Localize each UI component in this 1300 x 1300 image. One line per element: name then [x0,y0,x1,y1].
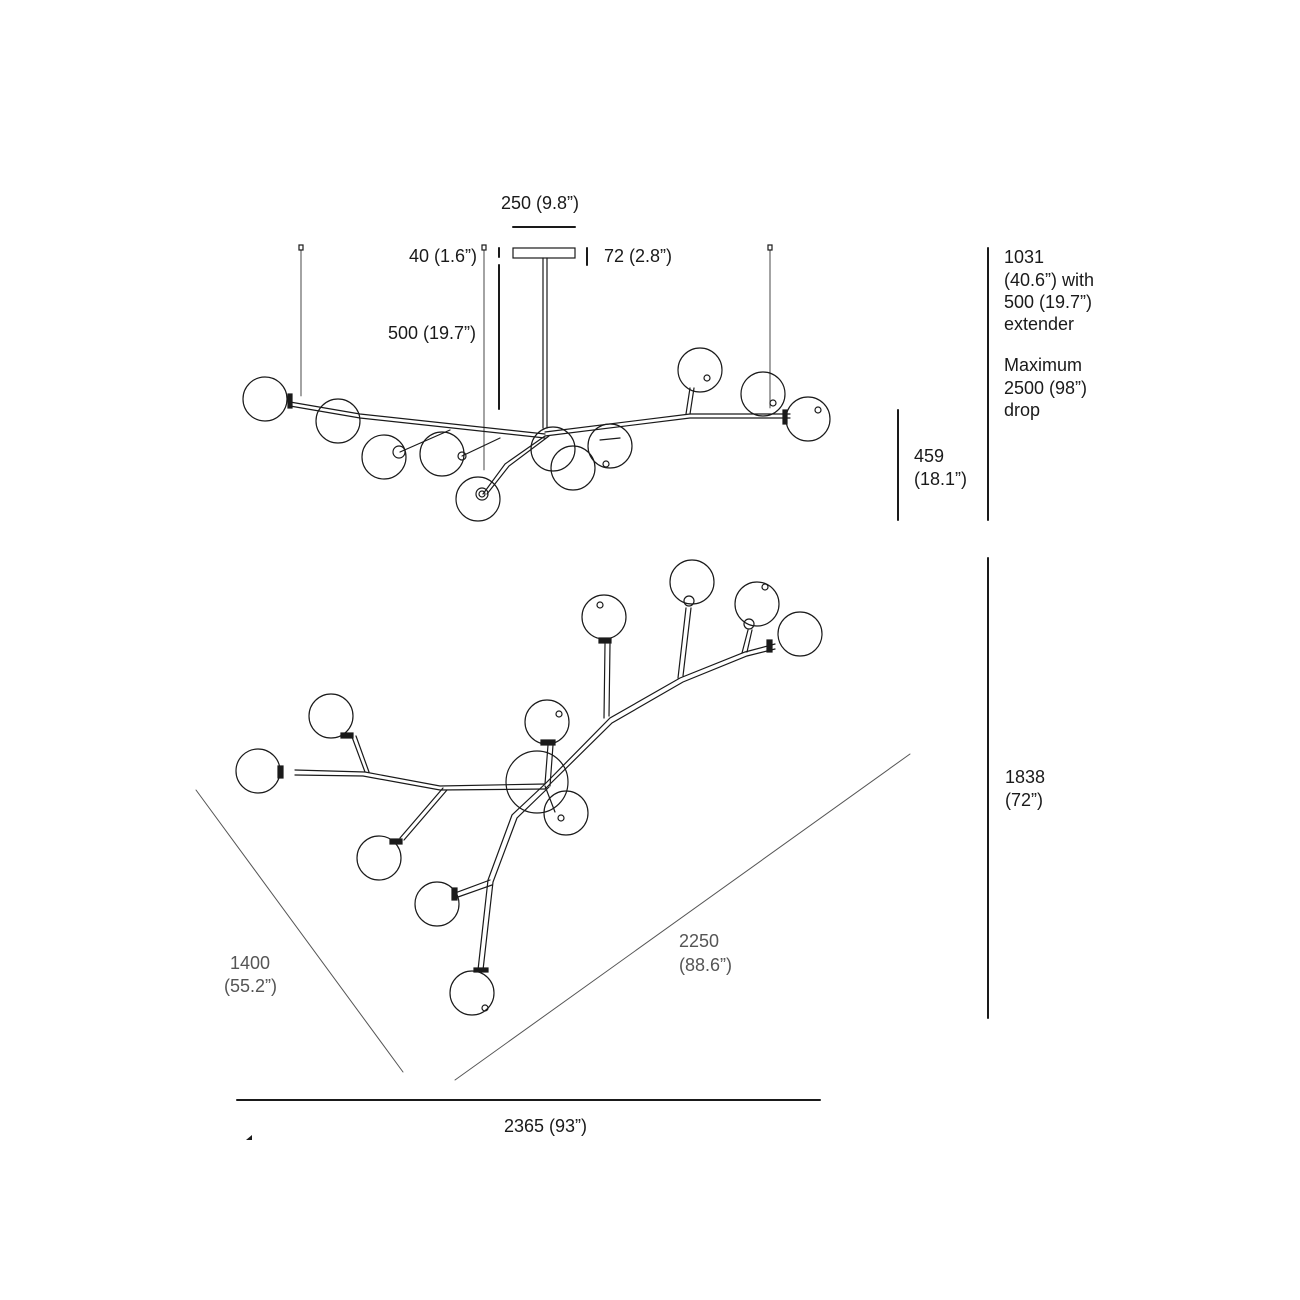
diag-long-label-2: (88.6”) [679,955,733,975]
globe-plan-10 [734,581,780,627]
globe-elev-7 [550,445,596,491]
globe-elev-3 [361,434,407,480]
globe-plan-7 [543,790,589,836]
drop-label-2: 2500 (98”) [1004,378,1088,398]
drop-label-1: Maximum [1004,355,1083,375]
globe-plan-2 [308,693,354,739]
overall-height-label-1: 1031 [1004,247,1045,267]
diag-long-label-1: 2250 [679,931,720,951]
diag-short-label-1: 1400 [230,953,271,973]
wire-anchor-left [298,244,304,251]
globe-elev-2 [315,398,361,444]
depth-label-2: (72”) [1005,790,1044,810]
globe-plan-4 [414,881,460,927]
plan-canopy [505,750,569,814]
canopy-width-label: 250 (9.8”) [501,193,580,213]
diag-long-line [454,753,911,1081]
branch-up [685,387,691,415]
canopy-height-label: 72 (2.8”) [604,246,673,266]
wire-anchor-mid [481,244,487,251]
globe-elev-9 [677,347,723,393]
globe-plan-3 [356,835,402,881]
branch-right [544,413,791,433]
globe-elev-5 [455,476,501,522]
globe-elev-8 [587,423,633,469]
globe-plan-11 [777,611,823,657]
wire-anchor-right [767,244,773,251]
diag-short-line [195,789,404,1073]
globe-elev-4 [419,431,465,477]
plan-view [195,557,989,1101]
overall-width-label: 2365 (93”) [504,1116,588,1136]
globe-plan-6 [524,699,570,745]
globe-elev-1 [242,376,288,422]
plan-branch-right [544,643,776,785]
globe-plan-8 [581,594,627,640]
globe-elev-10 [740,371,786,417]
globe-elev-11 [785,396,831,442]
depth-label-1: 1838 [1005,767,1046,787]
globe-elev-6 [530,426,576,472]
stem-length-label: 500 (19.7”) [388,323,477,343]
branch-inner-left [399,429,451,453]
overall-height-label-3: 500 (19.7”) [1004,292,1093,312]
diag-short-label-2: (55.2”) [224,976,278,996]
canopy-depth-label: 40 (1.6”) [409,246,478,266]
stray-mark [246,1135,252,1140]
plan-branch-down [477,783,546,971]
drop-label-3: drop [1004,400,1041,420]
globe-plan-5 [449,970,495,1016]
overall-height-label-2: (40.6”) with [1004,270,1095,290]
ceiling-canopy [512,247,576,259]
fixture-height-label-1: 459 [914,446,945,466]
globe-plan-9 [669,559,715,605]
globe-plan-1 [235,748,281,794]
fixture-height-label-2: (18.1”) [914,469,968,489]
branch-down [482,435,546,495]
elevation-view [242,226,989,522]
plan-branch-left [294,769,546,787]
branch-left [289,401,546,435]
overall-height-label-4: extender [1004,314,1075,334]
